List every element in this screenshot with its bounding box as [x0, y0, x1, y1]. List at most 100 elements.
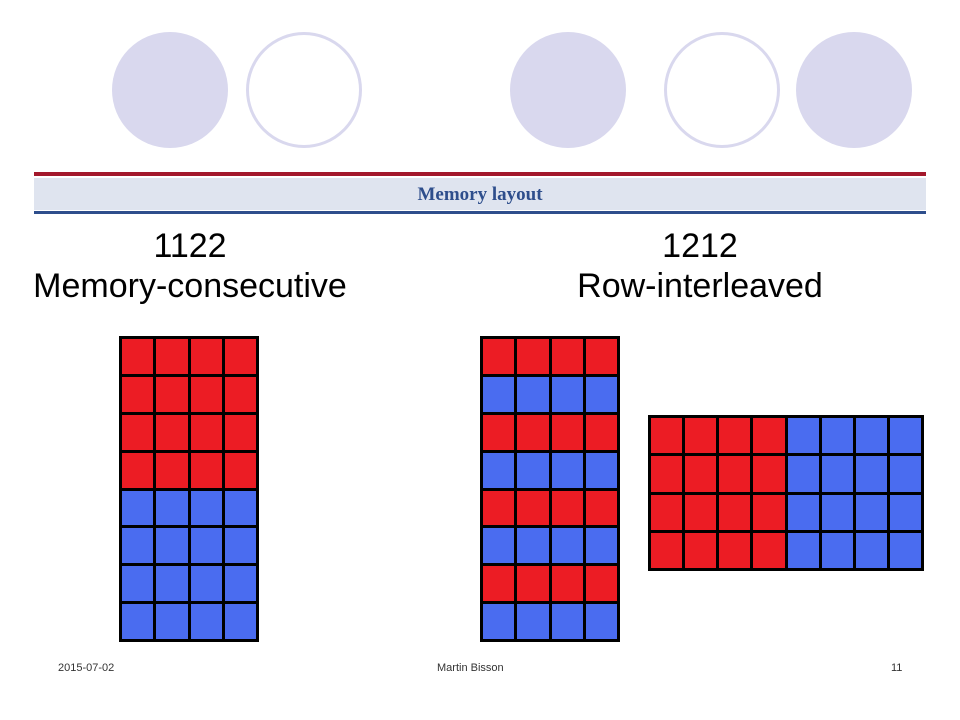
red-cell — [224, 376, 256, 412]
blue-cell — [821, 532, 853, 568]
red-cell — [551, 339, 583, 374]
blue-cell — [787, 456, 819, 492]
blue-cell — [224, 490, 256, 526]
red-cell — [156, 376, 188, 412]
red-cell — [685, 418, 717, 454]
left-heading: 1122 Memory-consecutive — [0, 226, 380, 306]
red-cell — [753, 494, 785, 530]
red-cell — [156, 339, 188, 374]
blue-cell — [224, 528, 256, 564]
interleaved-matrix-grid — [648, 415, 924, 571]
title-band: Memory layout — [34, 178, 926, 210]
red-cell — [551, 566, 583, 602]
blue-cell — [551, 528, 583, 564]
blue-cell — [787, 418, 819, 454]
title-top-rule — [34, 172, 926, 176]
blue-cell — [585, 452, 617, 488]
blue-cell — [224, 566, 256, 602]
slide-title: Memory layout — [417, 184, 543, 205]
red-cell — [122, 414, 154, 450]
blue-cell — [224, 604, 256, 639]
footer-author: Martin Bisson — [437, 662, 504, 674]
red-cell — [122, 339, 154, 374]
red-cell — [651, 494, 683, 530]
left-heading-label: Memory-consecutive — [33, 267, 347, 305]
blue-cell — [821, 494, 853, 530]
blue-cell — [122, 490, 154, 526]
red-cell — [719, 456, 751, 492]
blue-cell — [122, 566, 154, 602]
red-cell — [483, 490, 515, 526]
decor-circle-2 — [246, 32, 362, 148]
decor-circle-3 — [510, 32, 626, 148]
blue-cell — [190, 566, 222, 602]
red-cell — [585, 490, 617, 526]
red-cell — [719, 532, 751, 568]
blue-cell — [551, 452, 583, 488]
red-cell — [551, 490, 583, 526]
red-cell — [190, 414, 222, 450]
blue-cell — [122, 528, 154, 564]
blue-cell — [551, 604, 583, 639]
blue-cell — [156, 604, 188, 639]
blue-cell — [156, 566, 188, 602]
blue-cell — [855, 418, 887, 454]
blue-cell — [889, 532, 921, 568]
red-cell — [517, 339, 549, 374]
blue-cell — [483, 604, 515, 639]
red-cell — [190, 376, 222, 412]
blue-cell — [787, 494, 819, 530]
decor-circle-1 — [112, 32, 228, 148]
red-cell — [122, 452, 154, 488]
red-cell — [585, 566, 617, 602]
blue-cell — [156, 528, 188, 564]
red-cell — [753, 456, 785, 492]
blue-cell — [889, 418, 921, 454]
red-cell — [190, 339, 222, 374]
red-cell — [224, 414, 256, 450]
blue-cell — [517, 376, 549, 412]
right-heading-label: Row-interleaved — [577, 267, 823, 305]
red-cell — [719, 494, 751, 530]
red-cell — [551, 414, 583, 450]
row-interleaved-grid — [480, 336, 620, 642]
blue-cell — [483, 528, 515, 564]
blue-cell — [585, 376, 617, 412]
red-cell — [719, 418, 751, 454]
blue-cell — [889, 494, 921, 530]
footer-page-number: 11 — [891, 662, 903, 674]
red-cell — [156, 414, 188, 450]
red-cell — [483, 566, 515, 602]
blue-cell — [821, 418, 853, 454]
red-cell — [753, 418, 785, 454]
red-cell — [224, 452, 256, 488]
title-bottom-rule — [34, 211, 926, 214]
red-cell — [483, 414, 515, 450]
blue-cell — [551, 376, 583, 412]
blue-cell — [190, 528, 222, 564]
red-cell — [651, 532, 683, 568]
red-cell — [585, 414, 617, 450]
blue-cell — [855, 456, 887, 492]
blue-cell — [190, 490, 222, 526]
blue-cell — [483, 376, 515, 412]
memory-consecutive-grid — [119, 336, 259, 642]
blue-cell — [821, 456, 853, 492]
blue-cell — [889, 456, 921, 492]
red-cell — [651, 418, 683, 454]
blue-cell — [855, 494, 887, 530]
blue-cell — [855, 532, 887, 568]
blue-cell — [156, 490, 188, 526]
blue-cell — [585, 528, 617, 564]
left-heading-code: 1122 — [153, 227, 227, 265]
blue-cell — [483, 452, 515, 488]
red-cell — [517, 566, 549, 602]
red-cell — [685, 456, 717, 492]
red-cell — [517, 490, 549, 526]
blue-cell — [585, 604, 617, 639]
right-heading-code: 1212 — [662, 227, 738, 265]
red-cell — [190, 452, 222, 488]
right-heading: 1212 Row-interleaved — [500, 226, 900, 306]
blue-cell — [517, 604, 549, 639]
blue-cell — [122, 604, 154, 639]
